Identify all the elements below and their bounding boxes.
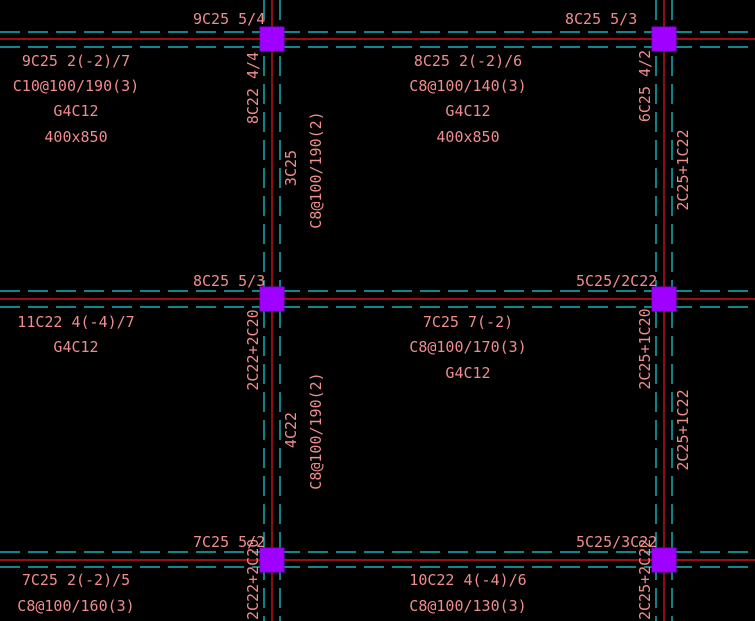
beam-label: 9C25 2(-2)/7: [22, 52, 130, 70]
beam-label: 5C25/3C22: [576, 533, 657, 551]
vertical-beam-label: 2C25+2C22: [636, 539, 654, 620]
beam-label: C8@100/130(3): [409, 597, 526, 615]
vertical-beam-label: 6C25 4/2: [636, 50, 654, 122]
column-node[interactable]: [259, 26, 285, 52]
beam-label: 10C22 4(-4)/6: [409, 571, 526, 589]
vertical-beam-label: 4C22: [282, 412, 300, 448]
vertical-beam-label: 8C22 4/4: [244, 52, 262, 124]
beam-label: 11C22 4(-4)/7: [17, 313, 134, 331]
beam-annotations: 9C25 5/4 8C25 5/3 9C25 2(-2)/7 C10@100/1…: [13, 10, 658, 615]
beam-label: 7C25 2(-2)/5: [22, 571, 130, 589]
column-node[interactable]: [651, 547, 677, 573]
vertical-beam-label: C8@100/190(2): [307, 111, 325, 228]
column-node[interactable]: [259, 547, 285, 573]
column-node[interactable]: [651, 26, 677, 52]
beam-label: 400x850: [436, 128, 499, 146]
beam-label: C8@100/140(3): [409, 77, 526, 95]
beam-label: 7C25 5/2: [193, 533, 265, 551]
beam-label: G4C12: [445, 364, 490, 382]
vertical-beam-label: 2C25+1C22: [674, 389, 692, 470]
beam-label: G4C12: [445, 102, 490, 120]
beam-label: G4C12: [53, 338, 98, 356]
column-node[interactable]: [259, 286, 285, 312]
beam-label: 8C25 5/3: [193, 272, 265, 290]
beam-label: G4C12: [53, 102, 98, 120]
vertical-beam-annotations: 8C22 4/4 3C25 C8@100/190(2) 6C25 4/2 2C2…: [244, 50, 692, 620]
beam-label: C8@100/160(3): [17, 597, 134, 615]
beam-label: C10@100/190(3): [13, 77, 139, 95]
beam-label: 5C25/2C22: [576, 272, 657, 290]
beam-label: 8C25 5/3: [565, 10, 637, 28]
beam-label: 8C25 2(-2)/6: [414, 52, 522, 70]
beam-label: C8@100/170(3): [409, 338, 526, 356]
beam-label: 7C25 7(-2): [423, 313, 513, 331]
vertical-beam-label: 2C22+2C20: [244, 309, 262, 390]
columns: [259, 26, 677, 573]
column-node[interactable]: [651, 286, 677, 312]
vertical-beam-label: 2C25+1C20: [636, 308, 654, 389]
vertical-beam-label: 3C25: [282, 150, 300, 186]
beam-label: 9C25 5/4: [193, 10, 265, 28]
vertical-beam-label: 2C22+2C20: [244, 539, 262, 620]
vertical-beam-label: C8@100/190(2): [307, 372, 325, 489]
beam-label: 400x850: [44, 128, 107, 146]
vertical-beam-label: 2C25+1C22: [674, 129, 692, 210]
